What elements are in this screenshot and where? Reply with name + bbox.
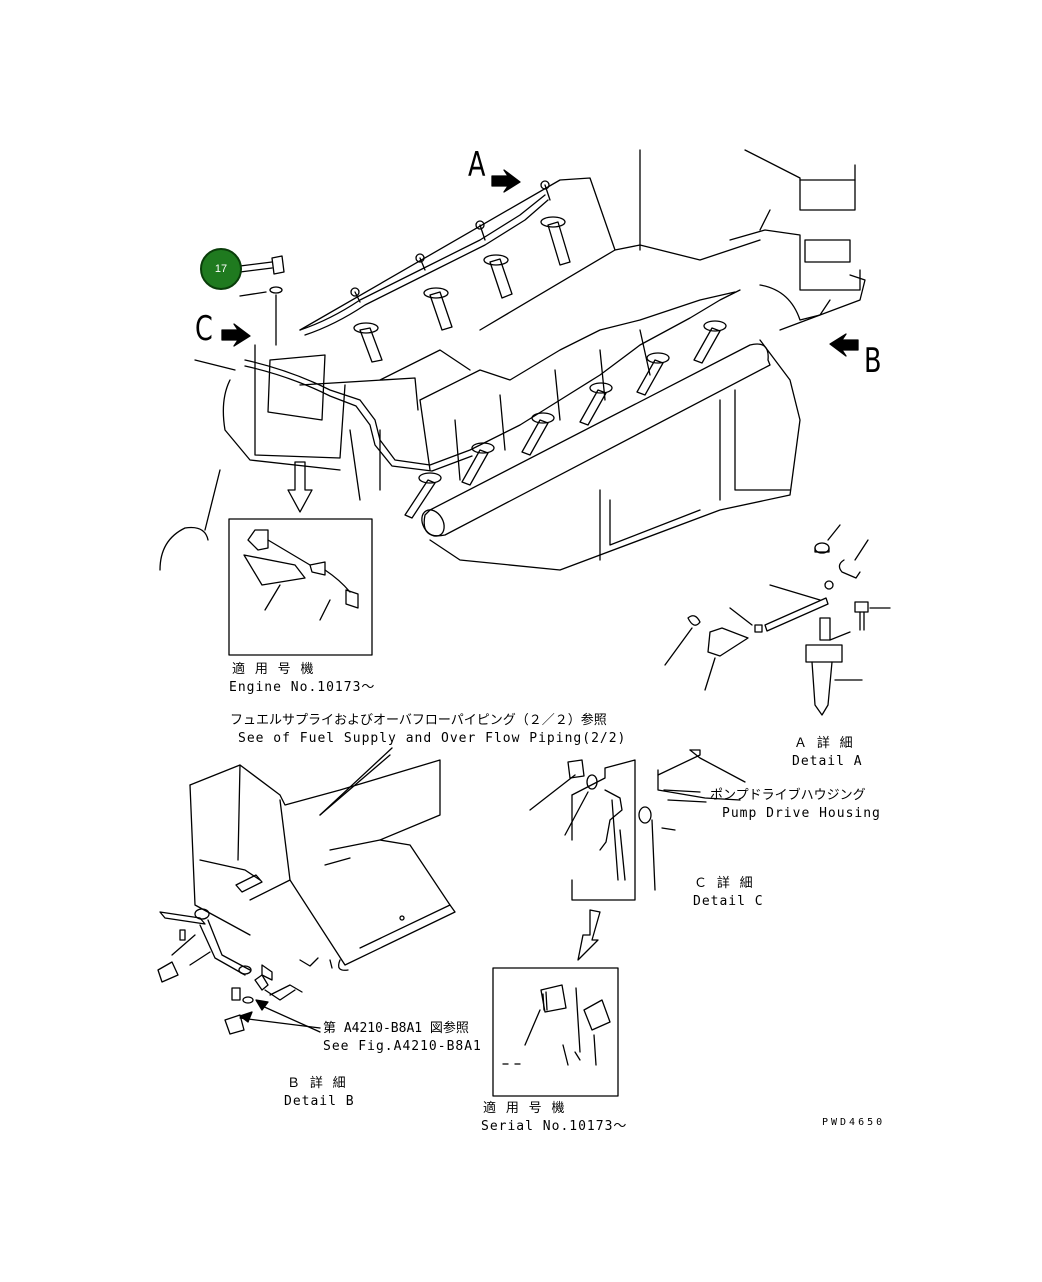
fig-ref-en-label: See Fig.A4210-B8A1 (323, 1039, 482, 1054)
detail-b-en-label: Detail B (284, 1094, 355, 1109)
part-number-17-badge[interactable]: 17 (200, 248, 242, 290)
engine-inset-jp-label: 適 用 号 機 (232, 662, 315, 677)
detail-a-en-label: Detail A (792, 754, 863, 769)
engine-inset (228, 461, 373, 656)
view-letter-b: B (864, 341, 882, 381)
fig-ref-jp-label: 第 A4210-B8A1 図参照 (323, 1021, 469, 1036)
fuel-note-jp: フュエルサプライおよびオーバフローパイピング（２／２）参照 (230, 713, 607, 728)
injectors-lower (404, 320, 727, 519)
view-arrow-a (491, 169, 521, 193)
detail-c-jp-label: Ｃ 詳 細 (694, 876, 754, 891)
detail-b-parts (157, 754, 456, 1035)
drawing-number: PWD4650 (822, 1117, 886, 1128)
serial-inset-en-label: Serial No.10173～ (481, 1119, 628, 1134)
detail-c-parts (529, 749, 746, 901)
serial-inset (492, 909, 619, 1097)
view-letter-a: A (468, 145, 486, 185)
view-letter-c: C (195, 309, 213, 349)
serial-inset-jp-label: 適 用 号 機 (483, 1101, 566, 1116)
detail-a-jp-label: Ａ 詳 細 (794, 736, 854, 751)
pump-drive-en-label: Pump Drive Housing (722, 806, 881, 821)
injectors-upper (350, 180, 571, 363)
bolt-and-washer (239, 255, 285, 346)
view-arrow-c (221, 323, 251, 347)
detail-a-parts (664, 524, 891, 716)
engine-block (159, 149, 866, 571)
engine-inset-en-label: Engine No.10173～ (229, 680, 376, 695)
fuel-note-leader (319, 747, 393, 816)
detail-b-jp-label: Ｂ 詳 細 (287, 1076, 347, 1091)
detail-c-en-label: Detail C (693, 894, 764, 909)
pump-drive-jp-label: ポンプドライブハウジング (710, 788, 866, 803)
fuel-note-en: See of Fuel Supply and Over Flow Piping(… (238, 731, 627, 746)
view-arrow-b (829, 333, 859, 357)
